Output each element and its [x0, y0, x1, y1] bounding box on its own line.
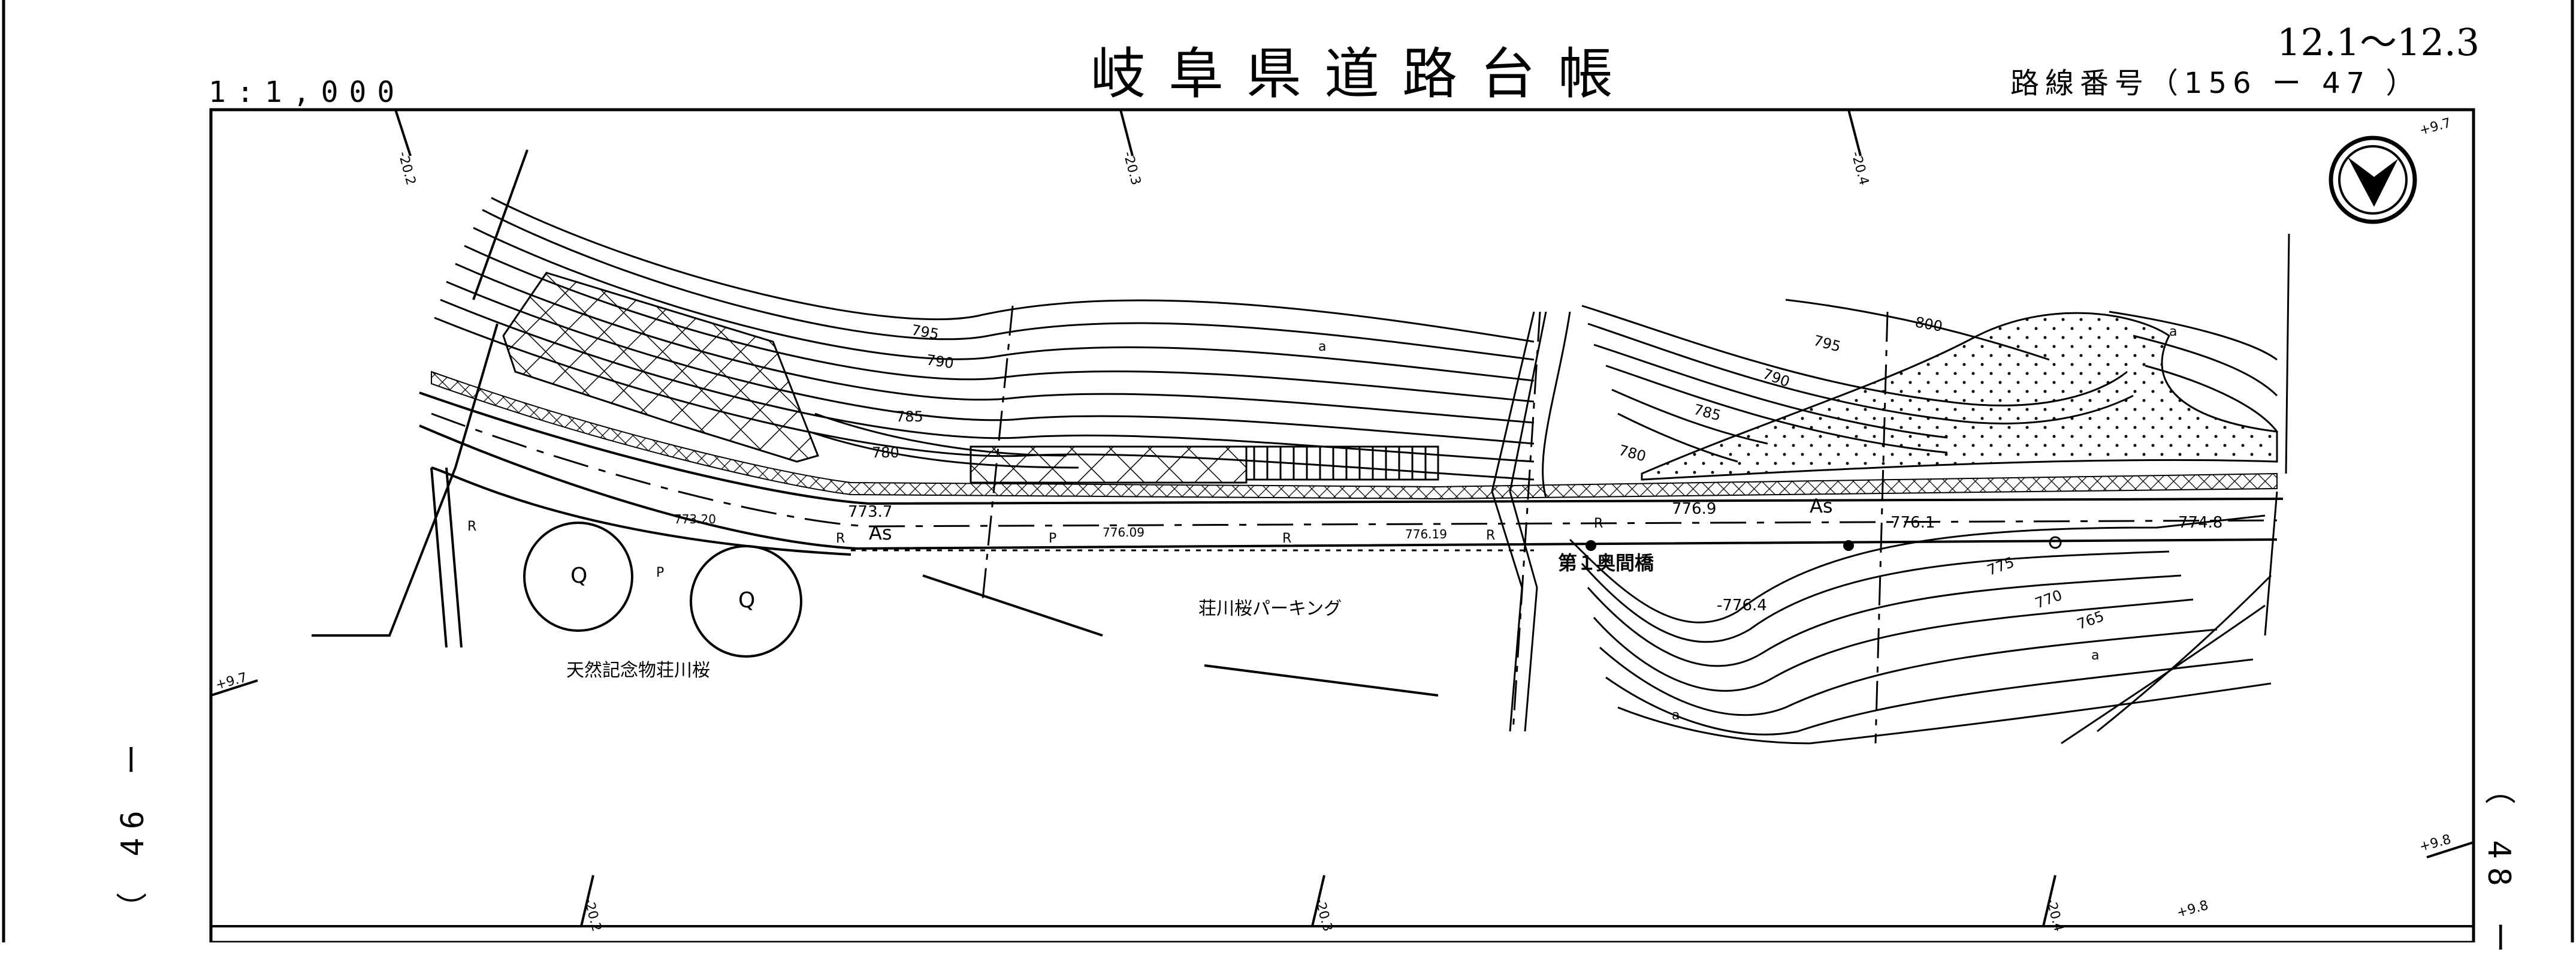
- tree-symbols: Q Q: [523, 522, 802, 658]
- sheet-range: 12.1〜12.3: [2277, 20, 2480, 64]
- parking-label: 荘川桜パーキング: [1198, 598, 1342, 619]
- tree-symbol-label: Q: [738, 588, 755, 613]
- road-markers: [1586, 536, 2062, 551]
- stream-gully: [1491, 311, 1571, 732]
- retaining-wall-stripes: [1245, 445, 1439, 481]
- map-mark: P: [1049, 531, 1056, 546]
- grid-label: -20.2: [395, 150, 418, 186]
- page-title: 岐阜県道路台帳: [1091, 42, 1636, 106]
- elevation-label: 774.8: [2178, 514, 2222, 532]
- elevation-label: 773.20: [674, 512, 716, 526]
- tree-symbol-label: Q: [570, 564, 587, 588]
- elevation-label: 776.19: [1405, 527, 1447, 541]
- section-lines: [982, 305, 1889, 744]
- bridge-marker: [1586, 540, 1596, 551]
- road-class-label: As: [869, 522, 892, 544]
- survey-marker: [1843, 540, 1854, 551]
- map-mark: a: [2169, 324, 2177, 339]
- survey-marker: [2049, 536, 2062, 549]
- scale-label: 1:1,000: [209, 76, 406, 109]
- road-shoulder-hatch-north: [431, 370, 2278, 500]
- grid-label: +9.8: [2175, 898, 2210, 921]
- elevation-label: 776.1: [1891, 514, 1935, 532]
- tree-circle-left: [523, 522, 633, 632]
- natural-monument-label: 天然記念物荘川桜: [566, 660, 710, 681]
- contour-label: 785: [896, 408, 923, 425]
- contour-label: 775: [1985, 554, 2016, 579]
- contour-label: 790: [1760, 365, 1792, 390]
- grid-ticks: [210, 109, 2474, 927]
- map-mark: P: [656, 565, 664, 580]
- contour-label: 795: [910, 321, 940, 343]
- road-edges: [419, 391, 2284, 552]
- contour-label: 780: [872, 444, 899, 461]
- grid-label: +9.7: [2418, 116, 2453, 138]
- road-class-label: As: [1810, 495, 1833, 517]
- bridge-label: 第１奥間橋: [1558, 552, 1654, 574]
- tree-circle-right: [690, 545, 802, 658]
- contour-label: 770: [2033, 587, 2064, 612]
- contour-label: 780: [1617, 442, 1647, 465]
- map-mark: R: [467, 519, 476, 534]
- map-mark: R: [1486, 528, 1495, 543]
- map-mark: R: [836, 531, 845, 546]
- map-mark: a: [2091, 648, 2099, 663]
- contour-label: 795: [1811, 332, 1842, 356]
- dotted-vegetation-area: [1641, 312, 2278, 481]
- contour-label: 765: [2074, 608, 2106, 633]
- map-mark: a: [1318, 339, 1326, 354]
- elevation-label: 776.09: [1103, 525, 1144, 540]
- contour-label: 790: [925, 351, 955, 372]
- map-mark: a: [1672, 708, 1680, 723]
- contour-label: 800: [1914, 314, 1944, 335]
- retaining-wall-crosshatch: [970, 445, 1248, 484]
- elevation-label: 773.7: [848, 503, 892, 521]
- map-mark: R: [1594, 516, 1603, 531]
- slope-crosshatch-left: [502, 272, 820, 463]
- contour-lines-south: [1569, 233, 2290, 745]
- grid-label: -20.4: [1848, 150, 1871, 186]
- map-frame: [209, 108, 2475, 942]
- elevation-label: 776.9: [1672, 500, 1716, 518]
- elevation-label: -776.4: [1717, 597, 1767, 614]
- north-arrow-icon: [2329, 135, 2417, 224]
- map-mark: R: [1282, 531, 1291, 546]
- grid-label: -20.3: [1120, 150, 1143, 186]
- route-number: 路線番号（156 ー 47 ）: [2010, 67, 2421, 100]
